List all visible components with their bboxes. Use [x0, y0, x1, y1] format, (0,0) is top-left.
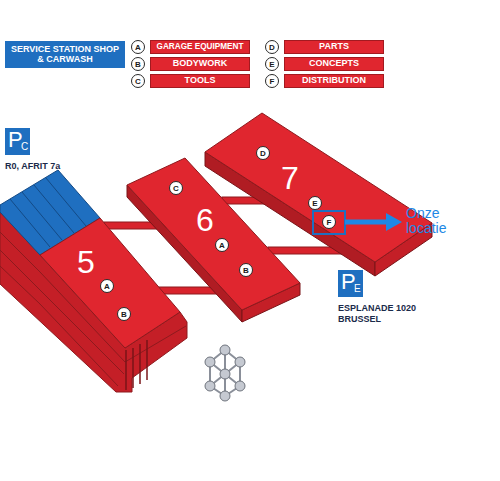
parking-square: PC: [5, 128, 30, 155]
hall-top: 5A B: [40, 218, 180, 348]
hall-shape: [40, 218, 180, 348]
parking-address: R0, AFRIT 7a: [5, 161, 100, 172]
legend-band: TOOLS: [150, 74, 250, 88]
section-letter: A: [131, 40, 145, 54]
section-letter: D: [256, 146, 270, 160]
parking-address: ESPLANADE 1020 BRUSSEL: [338, 303, 418, 325]
location-label: Onze locatie: [406, 206, 478, 237]
band-text: CONCEPTS: [309, 59, 359, 69]
legend-band: GARAGE EQUIPMENT: [150, 40, 250, 54]
section-letter-text: A: [104, 282, 110, 291]
legend-band: SERVICE STATION SHOP & CARWASH: [5, 41, 125, 68]
hall-number: 5: [77, 246, 95, 278]
section-letter-text: A: [219, 241, 225, 250]
section-letter-text: C: [173, 184, 179, 193]
section-letter-text: B: [135, 60, 141, 69]
legend-band: CONCEPTS: [284, 57, 384, 71]
band-text: TOOLS: [185, 76, 216, 86]
section-letter: C: [169, 181, 183, 195]
parking-letter: P: [8, 129, 23, 151]
legend-band: DISTRIBUTION: [284, 74, 384, 88]
section-letter: B: [117, 307, 131, 321]
parking-sign: PC R0, AFRIT 7a: [5, 128, 105, 172]
legend-band: PARTS: [284, 40, 384, 54]
parking-square: PE: [338, 270, 363, 297]
section-letter-text: A: [135, 43, 141, 52]
legend-band: BODYWORK: [150, 57, 250, 71]
section-letter-text: B: [243, 266, 249, 275]
parking-letter: P: [341, 271, 356, 293]
section-letter: A: [215, 238, 229, 252]
section-letter: E: [265, 57, 279, 71]
hall-number: 7: [281, 162, 299, 194]
parking-sub: E: [354, 284, 361, 294]
section-letter-text: B: [121, 310, 127, 319]
section-letter: D: [265, 40, 279, 54]
parking-sub: C: [21, 142, 28, 152]
section-letter-text: E: [312, 199, 317, 208]
section-letter-text: C: [135, 77, 141, 86]
section-letter: E: [308, 196, 322, 210]
section-letter-text: F: [327, 218, 332, 227]
section-letter-text: D: [260, 149, 266, 158]
section-letter: F: [265, 74, 279, 88]
section-letter: B: [131, 57, 145, 71]
band-text: SERVICE STATION SHOP & CARWASH: [10, 45, 120, 65]
band-text: BODYWORK: [173, 59, 228, 69]
parking-sign: PE ESPLANADE 1020 BRUSSEL: [338, 270, 438, 325]
section-letter-text: E: [269, 60, 274, 69]
band-text: DISTRIBUTION: [302, 76, 366, 86]
section-letter: B: [239, 263, 253, 277]
hall-number: 6: [196, 204, 214, 236]
section-letter-text: D: [269, 43, 275, 52]
section-letter: A: [100, 279, 114, 293]
band-text: PARTS: [319, 42, 349, 52]
section-letter-text: F: [270, 77, 275, 86]
section-letter: C: [131, 74, 145, 88]
band-text: GARAGE EQUIPMENT: [157, 42, 244, 51]
section-letter: F: [322, 215, 336, 229]
